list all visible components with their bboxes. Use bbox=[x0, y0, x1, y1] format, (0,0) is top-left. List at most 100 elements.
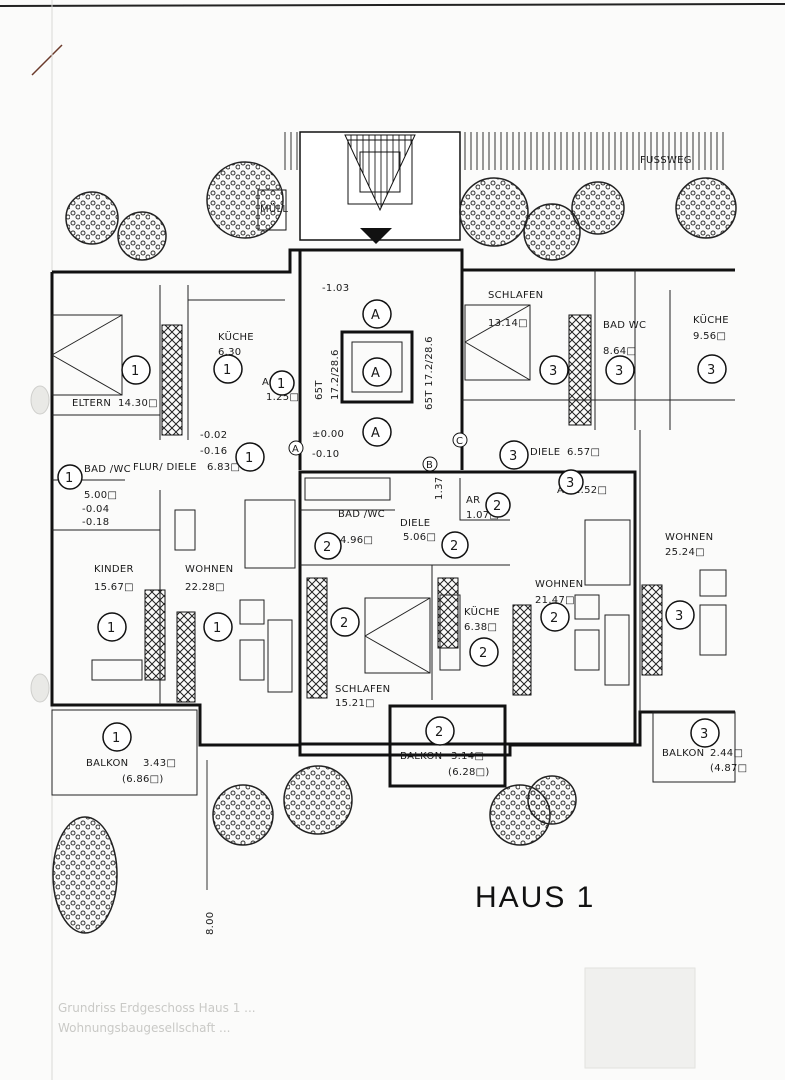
room-kinder1-area: 15.67□ bbox=[94, 582, 134, 593]
room-ar2-name: AR bbox=[466, 495, 480, 506]
svg-text:3: 3 bbox=[700, 727, 708, 742]
entrance-canopy bbox=[299, 131, 461, 244]
room-wohnen3-area: 25.24□ bbox=[665, 547, 705, 558]
svg-text:17.2/28.6: 17.2/28.6 bbox=[330, 349, 341, 400]
unit-marker-2: 2 bbox=[425, 716, 455, 746]
stair-marker-a: A bbox=[362, 299, 392, 329]
room-balkon2-name: BALKON bbox=[400, 751, 442, 762]
level-mark: -0.10 bbox=[312, 449, 339, 460]
room-balkon2-area: 3.14□ bbox=[451, 751, 484, 762]
tree-icon bbox=[52, 816, 118, 934]
trees bbox=[52, 161, 737, 934]
unit-marker-3: 3 bbox=[697, 354, 727, 384]
unit-marker-2: 2 bbox=[330, 607, 360, 637]
room-diele2-area: 5.06□ bbox=[403, 532, 436, 543]
svg-text:1: 1 bbox=[131, 364, 139, 379]
room-labels: ELTERN 14.30□ KÜCHE 6.30 AR 1.25□ FLUR/ … bbox=[72, 290, 747, 785]
wardrobes bbox=[144, 314, 663, 703]
unit-marker-2: 2 bbox=[314, 532, 342, 560]
room-eltern-area: 14.30□ bbox=[118, 398, 158, 409]
room-balkon2-area2: (6.28□) bbox=[448, 767, 490, 778]
svg-text:3: 3 bbox=[707, 363, 715, 378]
tree-icon bbox=[212, 784, 274, 846]
level-mark: -0.18 bbox=[82, 517, 109, 528]
room-bad1-name: BAD /WC bbox=[84, 464, 131, 475]
tree-icon bbox=[527, 775, 577, 825]
entrance-arrow-icon bbox=[360, 228, 392, 244]
svg-text:B: B bbox=[426, 460, 433, 471]
room-kueche2-name: KÜCHE bbox=[464, 605, 500, 618]
room-ar1-name: AR bbox=[262, 377, 276, 388]
svg-text:3: 3 bbox=[615, 364, 623, 379]
svg-text:1: 1 bbox=[112, 731, 120, 746]
room-ar2-area: 1.07□ bbox=[466, 510, 499, 521]
unit-marker-2: 2 bbox=[469, 637, 499, 667]
footpath-label: FUSSWEG bbox=[640, 155, 692, 166]
svg-text:A: A bbox=[371, 366, 380, 381]
tree-icon bbox=[571, 181, 625, 235]
unit-marker-2: 2 bbox=[540, 602, 570, 632]
room-kueche2-area: 6.38□ bbox=[464, 622, 497, 633]
svg-text:1: 1 bbox=[107, 621, 115, 636]
tree-icon bbox=[117, 211, 167, 261]
stair-core bbox=[340, 330, 414, 404]
pen-mark bbox=[31, 44, 63, 76]
room-kueche3-name: KÜCHE bbox=[693, 313, 729, 326]
plan-title: HAUS 1 bbox=[475, 881, 595, 914]
room-balkon1-name: BALKON bbox=[86, 758, 128, 769]
balkon3-outline bbox=[652, 711, 736, 783]
room-balkon1-area: 3.43□ bbox=[143, 758, 176, 769]
level-mark: -0.16 bbox=[200, 446, 227, 457]
punch-hole-top bbox=[30, 385, 50, 415]
unit-marker-3: 3 bbox=[499, 440, 529, 470]
room-ar3-area: 1.52□ bbox=[574, 485, 607, 496]
svg-text:3: 3 bbox=[566, 476, 574, 491]
svg-text:1: 1 bbox=[277, 377, 285, 392]
faint-text: Grundriss Erdgeschoss Haus 1 ... bbox=[58, 1001, 256, 1015]
tree-icon bbox=[65, 191, 119, 245]
room-ar1-area: 1.25□ bbox=[266, 392, 299, 403]
unit-marker-1: 1 bbox=[269, 370, 295, 396]
svg-text:65T: 65T bbox=[314, 380, 325, 400]
svg-text:3: 3 bbox=[549, 364, 557, 379]
svg-text:2: 2 bbox=[550, 611, 558, 626]
room-balkon3-area2: (4.87□ bbox=[710, 763, 747, 774]
room-wohnen1-area: 22.28□ bbox=[185, 582, 225, 593]
unit-marker-3: 3 bbox=[665, 600, 695, 630]
room-balkon1-area2: (6.86□) bbox=[122, 774, 164, 785]
svg-text:2: 2 bbox=[493, 499, 501, 514]
room-wohnen2-area: 21.47□ bbox=[535, 595, 575, 606]
stair-marker-a: A bbox=[288, 440, 304, 456]
unit-marker-1: 1 bbox=[213, 354, 243, 384]
tree-icon bbox=[523, 203, 581, 261]
svg-text:A: A bbox=[371, 426, 380, 441]
furniture bbox=[51, 304, 727, 693]
tree-icon bbox=[206, 161, 284, 239]
unit-marker-3: 3 bbox=[690, 718, 720, 748]
faint-stamp bbox=[584, 967, 696, 1069]
room-bad2-name: BAD /WC bbox=[338, 509, 385, 520]
room-kueche1-area: 6.30 bbox=[218, 347, 241, 358]
balkon2-outline bbox=[388, 704, 507, 788]
room-kinder1-name: KINDER bbox=[94, 564, 134, 575]
svg-text:1: 1 bbox=[213, 621, 221, 636]
unit-marker-1: 1 bbox=[97, 612, 127, 642]
svg-text:C: C bbox=[456, 436, 463, 447]
punch-hole-bottom bbox=[30, 673, 50, 703]
svg-text:2: 2 bbox=[450, 539, 458, 554]
svg-text:A: A bbox=[292, 444, 299, 455]
tree-icon bbox=[459, 177, 529, 247]
level-mark: -0.02 bbox=[200, 430, 227, 441]
stair-marker-b: B bbox=[422, 456, 438, 472]
room-schlafen3-name: SCHLAFEN bbox=[488, 290, 543, 301]
svg-text:A: A bbox=[371, 308, 380, 323]
unit-marker-1: 1 bbox=[102, 722, 132, 752]
unit-marker-3: 3 bbox=[558, 469, 584, 495]
svg-text:2: 2 bbox=[340, 616, 348, 631]
unit-marker-1: 1 bbox=[57, 464, 83, 490]
stair-marker-c: C bbox=[452, 432, 468, 448]
balkon1-outline bbox=[51, 709, 198, 796]
room-schlafen2-name: SCHLAFEN bbox=[335, 684, 390, 695]
svg-text:3: 3 bbox=[675, 609, 683, 624]
